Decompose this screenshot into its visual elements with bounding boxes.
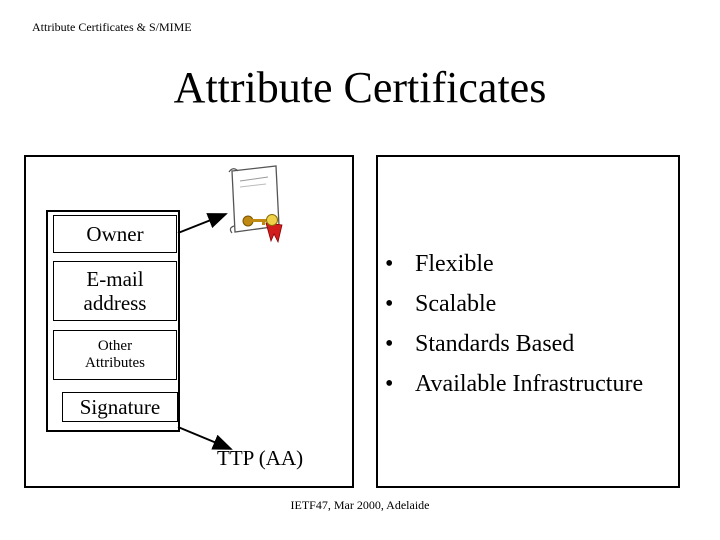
signature-field: Signature <box>62 392 178 422</box>
bullet-item: • Flexible <box>385 244 643 284</box>
signature-field-label: Signature <box>79 394 161 419</box>
bullet-item: • Standards Based <box>385 324 643 364</box>
feature-bullet-list: • Flexible • Scalable • Standards Based … <box>385 244 643 404</box>
other-attributes-field: Other Attributes <box>53 330 177 380</box>
bullet-item: • Scalable <box>385 284 643 324</box>
owner-field-label: Owner <box>86 221 144 246</box>
slide-title: Attribute Certificates <box>173 63 547 112</box>
header-title: Attribute Certificates & S/MIME <box>32 20 192 34</box>
left-frame <box>24 155 354 488</box>
bullet-marker: • <box>385 250 394 277</box>
email-address-field: E-mail address <box>53 261 177 321</box>
email-address-field-label: E-mail address <box>83 266 147 315</box>
bullet-text: Flexible <box>415 250 494 277</box>
bullet-text: Scalable <box>415 290 497 317</box>
bullet-marker: • <box>385 330 394 357</box>
bullet-text: Available Infrastructure <box>415 370 644 397</box>
bullet-marker: • <box>385 290 394 317</box>
bullet-text: Standards Based <box>415 330 575 357</box>
owner-to-certificate-arrow <box>177 213 228 234</box>
bullet-item: • Available Infrastructure <box>385 364 643 404</box>
footer-text: IETF47, Mar 2000, Adelaide <box>290 498 430 512</box>
certificate-structure <box>46 210 180 432</box>
other-attributes-field-label: Other Attributes <box>85 337 145 371</box>
right-frame <box>376 155 680 488</box>
bullet-marker: • <box>385 370 394 397</box>
signature-to-ttp-arrow <box>177 426 233 450</box>
owner-field: Owner <box>53 215 177 253</box>
ttp-label: TTP (AA) <box>217 446 304 470</box>
